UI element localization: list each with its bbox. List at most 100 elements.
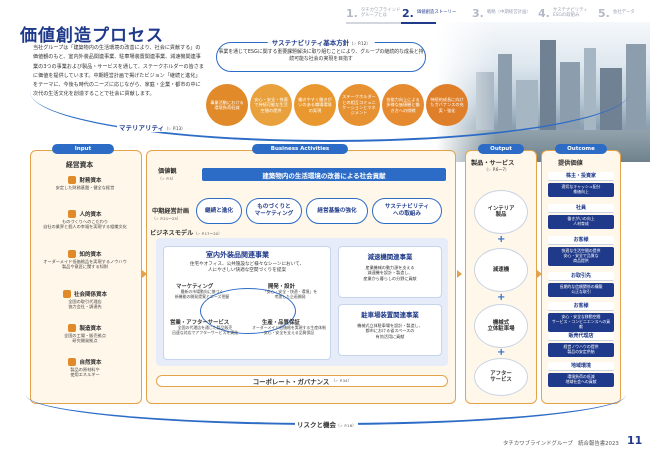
interior-exterior-title: 室内外装品関連事業 [206,251,269,259]
cycle-step-title: 営業・アフターサービス [170,320,230,326]
capital-title: 知的資本 [38,250,132,258]
output-section-title: 製品・サービス [471,160,515,167]
nav-step-number: 1. [346,6,358,20]
output-heading: Output [478,144,524,154]
cycle-step-description: 「安心・安全・快適・環境」を 考慮した企画開発 [262,289,318,299]
plan-pillar: 経営基盤の強化 [306,198,368,224]
capital-description: 安定した財務基盤・健全な経営 [55,185,115,190]
capital-title: 社会関係資本 [38,290,132,298]
plus-icon: + [497,347,506,358]
capital-title-text: 社会関係資本 [73,292,107,298]
nav-step-4[interactable]: 4. サステナビリティ ESGの取組み [538,3,588,23]
risk-opportunity-label: リスクと機会（☞ P.16） [295,419,358,429]
materiality-label-text: マテリアリティ [119,124,165,132]
page-ref[interactable]: （☞ P.21〜25） [152,216,181,221]
outcome-item: 社員 働きがいの向上 人材育成 [548,204,614,229]
values-label: 価値観（☞ P.3） [158,166,177,182]
parking-business-title: 駐車場装置関連事業 [361,311,419,319]
flow-arrow [457,270,462,278]
capital-title-text: 製造資本 [79,326,102,332]
values-label-text: 価値観 [158,168,177,175]
stakeholder-value: 働きがいの向上 人材育成 [548,215,614,229]
nav-step-label: 価値創造ストーリー [416,10,457,16]
nav-step-label: サステナビリティ ESGの取組み [552,7,588,18]
stakeholder-value: 長期的な信頼関係の構築 公正な取引 [548,283,614,297]
page-ref[interactable]: （☞ P.13） [164,126,186,131]
plus-icon: + [497,234,506,245]
factory-icon [68,324,77,332]
parking-business: 駐車場装置関連事業 機械式立体駐車場を設計・製造し、 都市における省スペースの … [338,304,442,356]
activities-heading: Business Activities [252,144,348,154]
outcome-item: お客様 安心・安全な移動空間 サービス・コンビニエンスへの貢献 [548,302,614,332]
input-capital-item: 自然資本 製品の原材料や 使用エネルギー [38,358,132,377]
finance-icon [68,176,77,184]
people-icon [68,210,77,218]
cycle-step-description: 最新の市場動向に基づく 新機能の開発提案とニーズ把握 [174,289,230,299]
materiality-item: 事業活動における環境負荷低減 [206,84,248,126]
footer-report-name: タチカワブラインドグループ 統合報告書2023 [503,441,619,447]
stakeholder-title: お取引先 [548,272,614,281]
sustainability-title-text: サステナビリティ基本方針 [271,39,350,47]
stakeholder-title: 社員 [548,204,614,213]
stakeholder-value: 経営ノウハウの提供 製品の安定供給 [548,343,614,357]
input-capital-item: 財務資本 安定した財務基盤・健全な経営 [38,176,132,190]
sustainability-policy-text: 事業を通じてESGに関する重要課題解決に取り組むことにより、グループの継続的な成… [218,49,424,62]
nav-step-2[interactable]: 2. 価値創造ストーリー [402,3,456,23]
mid-term-plan-label-text: 中期経営計画 [152,208,190,215]
cycle-step-title: 開発・設計 [268,284,295,290]
nav-progress-active [401,22,457,24]
stakeholder-value: 適切なキャッシュ配分 株価向上 [548,183,614,197]
capital-title: 製造資本 [38,324,132,332]
plan-pillar: サステナビリティ への取組み [372,198,442,224]
plan-theme: 継続と進化 [196,198,242,224]
output-product: 減速機 [474,248,528,292]
nav-step-number: 3. [472,6,484,20]
outcome-item: お取引先 長期的な信頼関係の構築 公正な取引 [548,272,614,297]
input-heading: Input [52,144,114,154]
mid-term-plan-label: 中期経営計画（☞ P.21〜25） [152,206,189,222]
page-ref[interactable]: （☞ P.17〜20） [193,231,222,236]
capital-description: ものづくりへのこだわり 自社の業界と個人の幸福を実現する組織文化 [43,219,127,230]
input-section-title: 経営資本 [66,161,94,169]
sustainability-policy-box: サステナビリティ基本方針（☞ P.12） 事業を通じてESGに関する重要課題解決… [216,37,426,72]
page-ref[interactable]: （☞ P.6〜7） [484,167,510,172]
building [626,44,646,132]
business-cycle-loop [200,288,296,334]
capital-title: 財務資本 [38,176,132,184]
stakeholder-title: 株主・投資家 [548,172,614,181]
stakeholder-title: お客様 [548,302,614,311]
cycle-step-description: オーダーメイド低価格を実現する生産体制 安心・安全を支える品質保証 [252,325,326,335]
nav-step-number: 4. [538,6,550,20]
nav-step-number: 5. [598,6,610,20]
plus-icon: + [497,292,506,303]
materiality-item: 技能力向上による多様な価値観と働き方への挑戦 [382,84,424,126]
nav-step-5[interactable]: 5. 会社データ [598,3,635,23]
input-panel [30,150,142,404]
page-ref[interactable]: （☞ P.12） [349,41,371,46]
output-product: インテリア 製品 [474,190,528,234]
materiality-arc [30,62,630,142]
outcome-item: お客様 快適な生活空間の提供 安心・安全で品質な 商品提供 [548,236,614,266]
input-capital-item: 製造資本 全国の工場・販売拠点 研究開発拠点 [38,324,132,343]
business-model-label: ビジネスモデル（☞ P.17〜20） [150,228,222,237]
nav-step-label: 会社データ [612,10,635,16]
lightbulb-icon [68,250,77,258]
nav-step-1[interactable]: 1. タチカワブラインド グループとは [346,3,400,23]
flow-arrow [142,270,147,278]
nav-step-3[interactable]: 3. 戦略（中期経営計画） [472,3,531,23]
reducer-business-description: 産業機械の動力源を支える 減速機を設計・製造し、 産業から暮らしの分野に貢献 [363,265,417,281]
page-ref[interactable]: （☞ P.16） [336,423,356,428]
risk-label-text: リスクと機会 [297,421,336,429]
outcome-item: 販売代理店 経営ノウハウの提供 製品の安定供給 [548,332,614,357]
capital-title-text: 財務資本 [79,178,102,184]
plan-pillar: ものづくりと マーケティング [246,198,302,224]
stakeholder-title: 販売代理店 [548,332,614,341]
capital-title: 人的資本 [38,210,132,218]
outcome-item: 株主・投資家 適切なキャッシュ配分 株価向上 [548,172,614,197]
outcome-heading: Outcome [555,144,607,154]
business-model-label-text: ビジネスモデル [150,230,194,237]
page-ref[interactable]: （☞ P.3） [158,176,176,181]
output-product: 機械式 立体駐車場 [474,304,528,348]
outcome-section-title: 提供価値 [558,160,583,167]
stakeholder-title: お客様 [548,236,614,245]
